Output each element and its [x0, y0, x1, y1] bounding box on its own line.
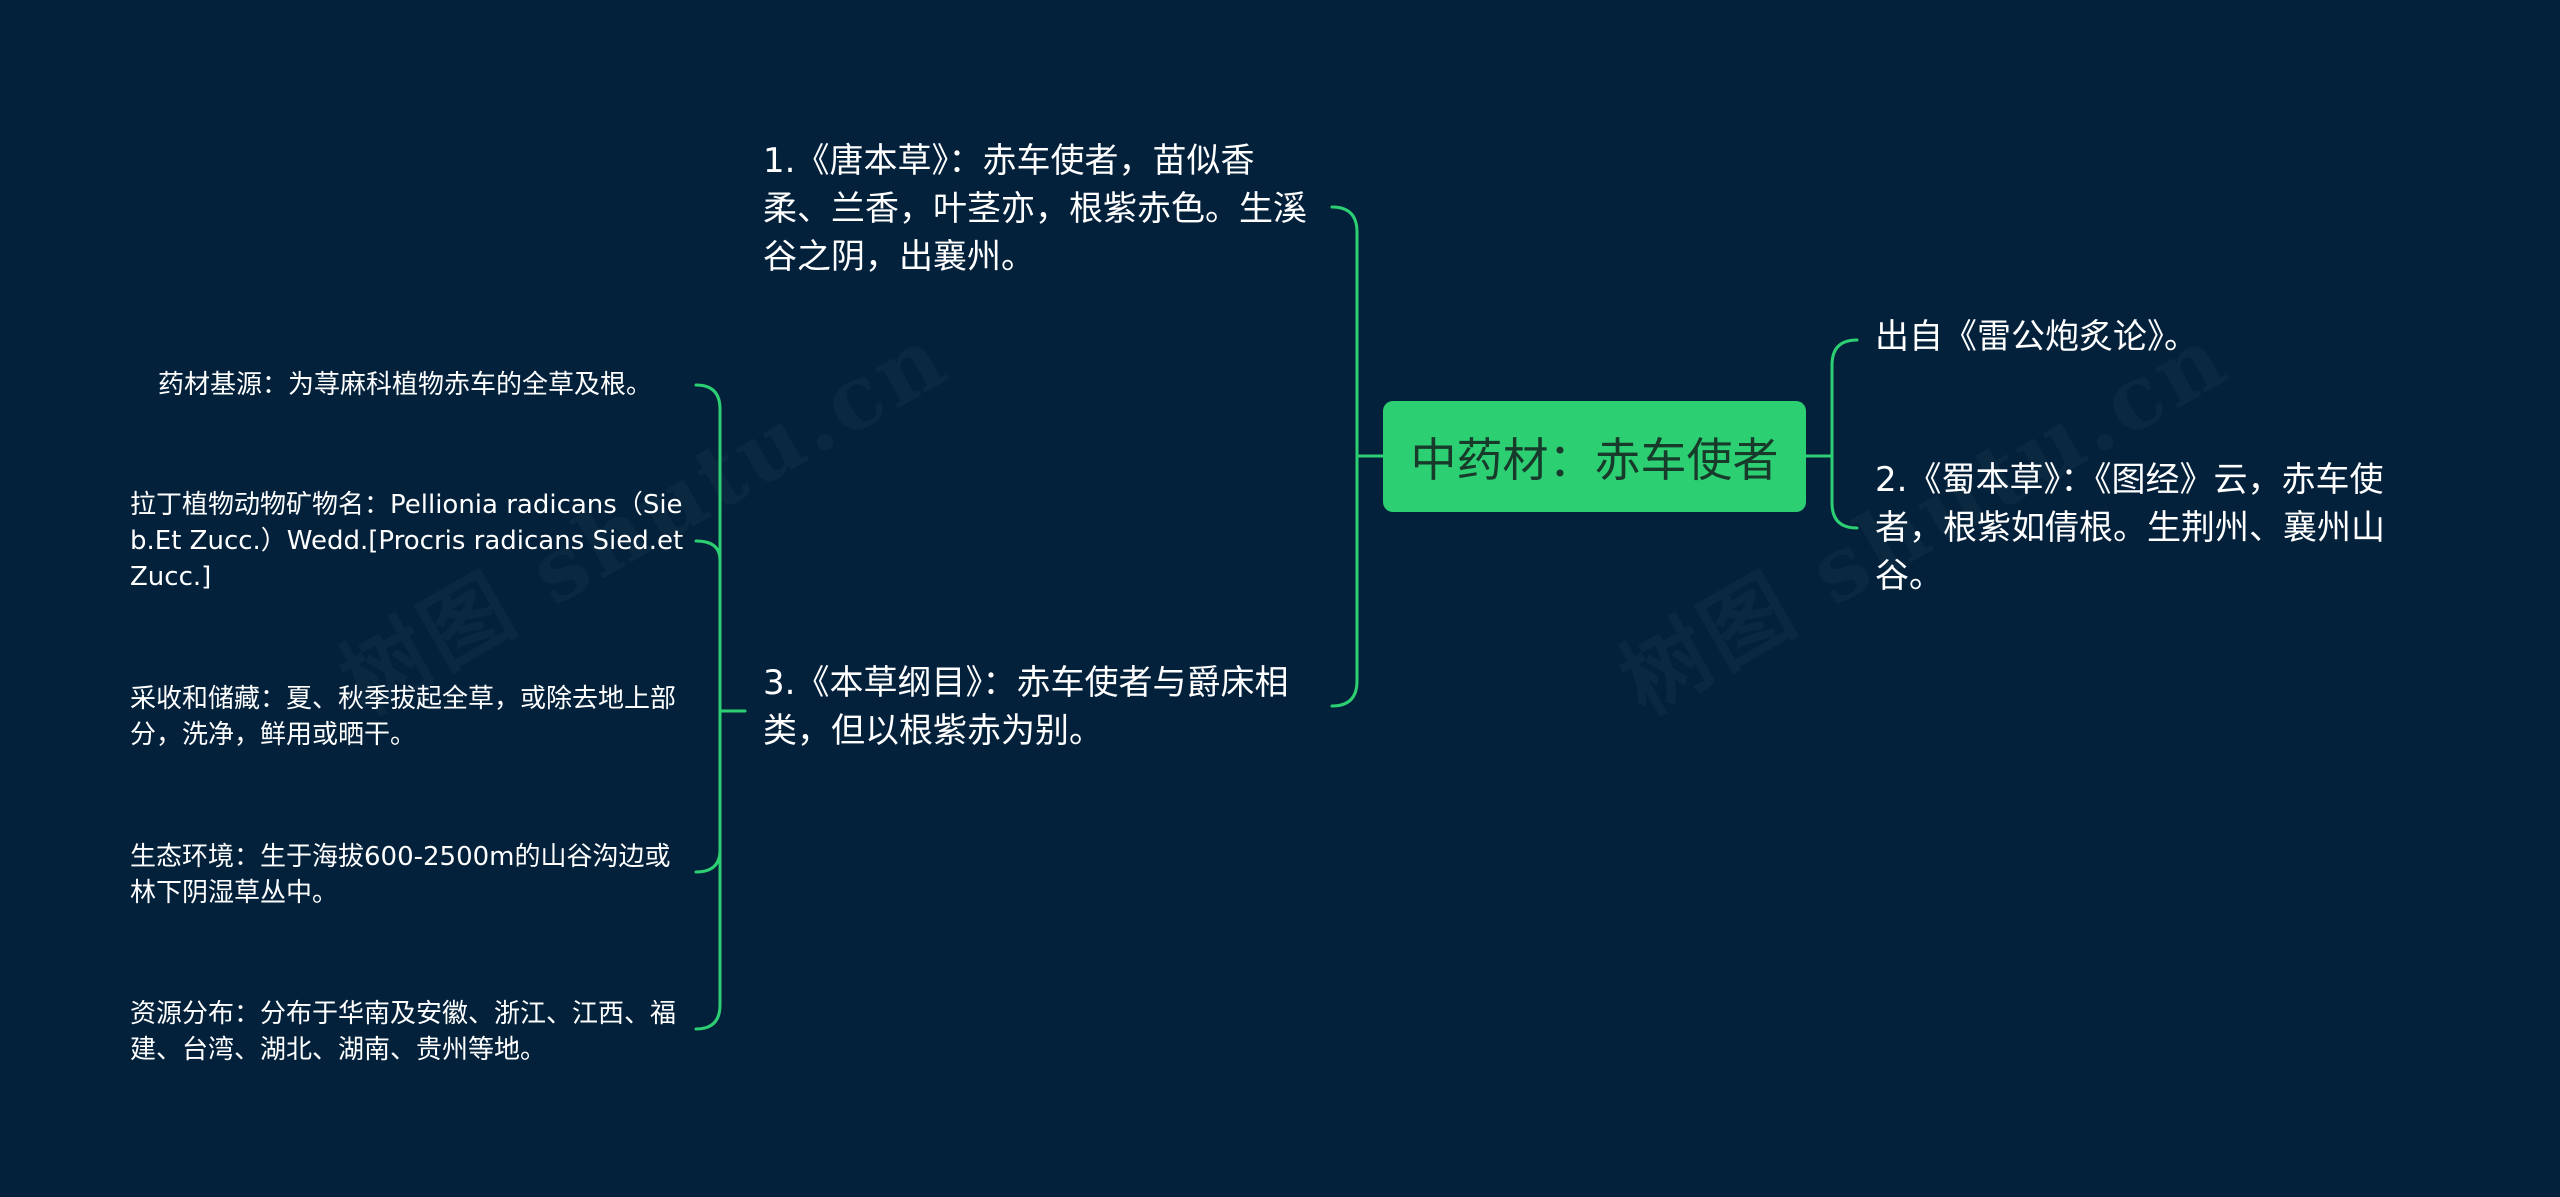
tick-leaf-2	[694, 539, 722, 562]
right-node-shu-bencao[interactable]: 2.《蜀本草》：《图经》云，赤车使者，根紫如倩根。生荆州、襄州山谷。	[1875, 460, 2385, 596]
bracket-root-left	[1330, 205, 1359, 708]
root-label: 中药材：赤车使者	[1410, 432, 1779, 487]
leaf-node-habitat[interactable]: 生态环境：生于海拔600-2500m的山谷沟边或林下阴湿草丛中。	[130, 842, 671, 908]
root-node[interactable]: 中药材：赤车使者	[1383, 401, 1806, 512]
bracket-mid-leaves	[694, 383, 722, 1031]
leaf-node-latin-name[interactable]: 拉丁植物动物矿物名：Pellionia radicans（Sieb.Et Zuc…	[130, 490, 684, 592]
bracket-root-right	[1830, 338, 1859, 530]
leaf-node-harvest-storage[interactable]: 采收和储藏：夏、秋季拔起全草，或除去地上部分，洗净，鲜用或晒干。	[130, 684, 677, 750]
right-node-source[interactable]: 出自《雷公炮炙论》。	[1875, 317, 2198, 357]
tick-leaf-4	[694, 848, 722, 874]
left-node-bencao-gangmu[interactable]: 3.《本草纲目》：赤车使者与爵床相类，但以根紫赤为别。	[763, 663, 1289, 751]
leaf-node-source-material[interactable]: 药材基源：为荨麻科植物赤车的全草及根。	[158, 370, 653, 400]
leaf-node-distribution[interactable]: 资源分布：分布于华南及安徽、浙江、江西、福建、台湾、湖北、湖南、贵州等地。	[130, 999, 677, 1065]
left-node-tang-bencao[interactable]: 1.《唐本草》：赤车使者，苗似香柔、兰香，叶茎亦，根紫赤色。生溪谷之阴，出襄州。	[763, 141, 1307, 277]
